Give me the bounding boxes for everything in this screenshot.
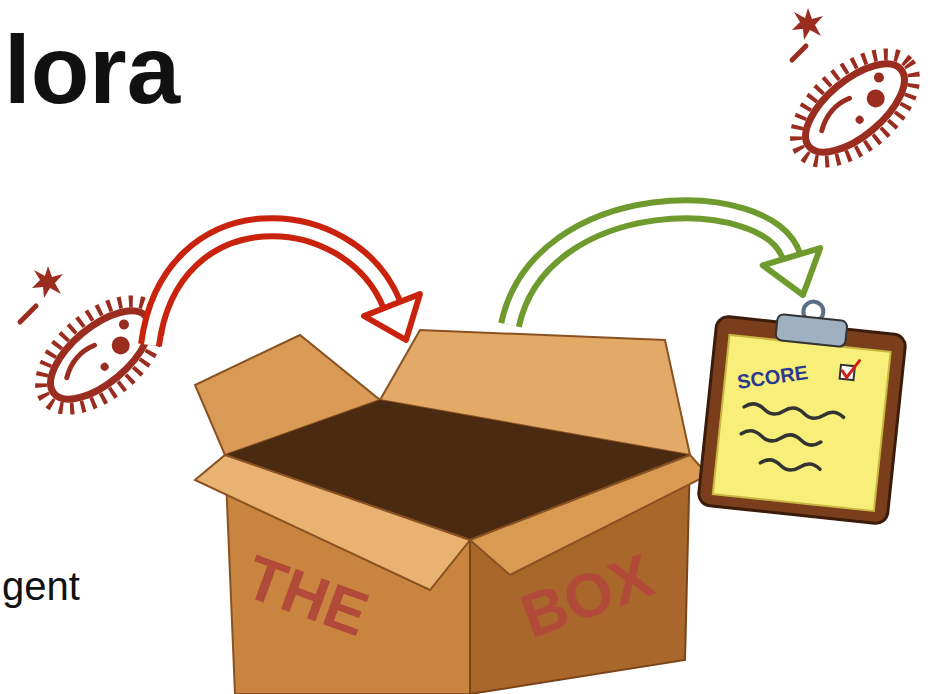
green-arc-arrow: [510, 209, 820, 325]
clipboard-outline: [695, 295, 910, 525]
box-outline: [190, 325, 710, 694]
bacterium-icon: [777, 8, 933, 182]
red-arc-arrow: [150, 227, 420, 345]
bullet-text: gent: [2, 566, 80, 606]
box-illustration: THEBOX: [190, 325, 710, 694]
score-clipboard: SCORE: [695, 295, 910, 525]
page-title: lora: [4, 22, 180, 118]
